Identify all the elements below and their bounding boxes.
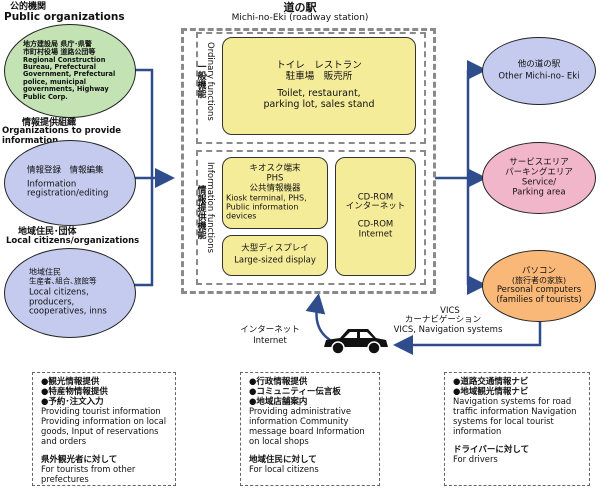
note-tourists-en: Providing tourist information Providing …	[41, 406, 167, 446]
ordinary-en-line2: parking lot, sales stand	[263, 98, 375, 110]
note-drivers-jp1: ●道路交通情報ナビ	[453, 377, 529, 387]
cdrom-en1: CD-ROM	[357, 219, 394, 230]
local-title-jp: 地域住民･団体	[18, 227, 77, 237]
other-en: Other Michi-no- Eki	[498, 71, 580, 81]
kiosk-jp2: PHS	[266, 173, 284, 184]
note-citizens-en: Providing administrative information Com…	[249, 406, 365, 446]
cdrom-jp1: CD-ROM	[357, 191, 394, 202]
station-box	[181, 28, 436, 294]
note-tourists-jp3: ●予約･注文入力	[41, 397, 104, 408]
ordinary-functions-panel: トイレ レストラン 駐車場 販売所 Toilet, restaurant, pa…	[222, 37, 416, 135]
ordinary-label-jp: 一般機能	[195, 62, 206, 98]
service-en1: Service/	[521, 177, 557, 188]
pc-en: Personal computers (families of tourists…	[496, 285, 582, 305]
local-en: Local citizens, producers, cooperatives,…	[29, 287, 107, 317]
note-tourists: ●観光情報提供 ●特産物情報提供 ●予約･注文入力 Providing tour…	[32, 372, 176, 486]
info-org-title-jp: 情報提供組織	[22, 118, 77, 128]
large-display-panel: 大型ディスプレイ Large-sized display	[222, 235, 328, 276]
info-en: Information registration/editing	[27, 179, 109, 199]
ordinary-jp-line2: 駐車場 販売所	[285, 71, 353, 83]
public-organizations-ellipse: 地方建設局 県庁･県警 市町村役場 道路公団等 Regional Constru…	[4, 24, 136, 118]
service-jp1: サービスエリア	[509, 157, 569, 168]
public-en: Regional Construction Bureau, Prefectura…	[23, 55, 116, 101]
display-en: Large-sized display	[234, 256, 316, 266]
information-label-en: Information functions	[204, 162, 215, 254]
note-tourists-foot-jp: 県外観光者に対して	[41, 454, 118, 465]
service-area-ellipse: サービスエリア パーキングエリア Service/ Parking area	[482, 142, 596, 214]
service-en2: Parking area	[512, 187, 566, 198]
local-citizens-ellipse: 地域住民 生産者､組合､旅館等 Local citizens, producer…	[4, 248, 136, 338]
public-jp1: 地方建設局 県庁･県警	[23, 40, 92, 49]
note-tourists-foot-en: For tourists from other prefectures	[41, 463, 136, 484]
vics-1: VICS	[440, 306, 460, 316]
internet-jp: インターネット	[240, 325, 300, 335]
note-citizens-jp2: ●コミュニティー伝言板	[249, 387, 341, 398]
vics-2: カーナビゲーション	[404, 315, 482, 325]
info-org-title-en: Organizations to provide information	[2, 126, 122, 146]
note-citizens-jp1: ●行政情報提供	[249, 377, 308, 387]
kiosk-jp1: キオスク端末	[249, 163, 301, 174]
note-drivers: ●道路交通情報ナビ ●地域観光情報ナビ Navigation systems f…	[444, 372, 590, 486]
car-icon	[324, 329, 388, 355]
local-jp2: 生産者､組合､旅館等	[29, 276, 97, 286]
note-drivers-foot-jp: ドライバーに対して	[453, 444, 530, 455]
public-jp2: 市町村役場 道路公団等	[23, 47, 96, 56]
station-title-en: Michi-no-Eki (roadway station)	[231, 13, 369, 23]
ordinary-jp-line1: トイレ レストラン	[276, 60, 362, 72]
note-tourists-jp1: ●観光情報提供	[41, 377, 100, 387]
public-title-en: Public organizations	[4, 11, 125, 23]
other-stations-ellipse: 他の道の駅 Other Michi-no- Eki	[482, 37, 596, 105]
service-jp2: パーキングエリア	[505, 166, 573, 177]
station-title-jp: 道の駅	[283, 1, 317, 14]
cdrom-en2: Internet	[358, 229, 393, 240]
display-jp: 大型ディスプレイ	[241, 243, 309, 254]
kiosk-en: Kiosk terminal, PHS, Public information …	[226, 193, 307, 221]
cdrom-jp2: インターネット	[345, 201, 406, 212]
note-citizens-foot-en: For local citizens	[249, 463, 319, 474]
ordinary-en-line1: Toilet, restaurant,	[277, 88, 361, 99]
ordinary-label-en: Ordinary functions	[204, 42, 215, 121]
local-title-en: Local citizens/organizations	[6, 236, 140, 246]
info-jp: 情報登録 情報編集	[27, 165, 104, 176]
pc-jp1: パソコン	[521, 265, 556, 276]
note-citizens: ●行政情報提供 ●コミュニティー伝言板 ●地域店舗案内 Providing ad…	[240, 372, 380, 486]
note-drivers-jp2: ●地域観光情報ナビ	[453, 387, 529, 398]
information-functions-box	[196, 150, 426, 285]
information-label-jp: 情報提供機能	[195, 185, 206, 239]
note-drivers-en: Navigation systems for road traffic info…	[453, 396, 577, 436]
internet-en: Internet	[253, 336, 287, 346]
local-jp1: 地域住民	[29, 267, 61, 277]
note-citizens-jp3: ●地域店舗案内	[249, 397, 308, 408]
kiosk-panel: キオスク端末 PHS 公共情報機器 Kiosk terminal, PHS, P…	[222, 157, 328, 229]
public-title-jp: 公的機関	[10, 2, 47, 12]
ordinary-functions-box	[196, 32, 426, 144]
other-jp: 他の道の駅	[517, 59, 561, 70]
kiosk-jp3: 公共情報機器	[249, 183, 301, 194]
note-citizens-foot-jp: 地域住民に対して	[249, 454, 317, 465]
note-drivers-foot-en: For drivers	[453, 453, 498, 464]
pc-jp2: (旅行者の家族)	[511, 275, 567, 285]
personal-computers-ellipse: パソコン (旅行者の家族) Personal computers (famili…	[482, 250, 596, 322]
info-org-ellipse: 情報登録 情報編集 Information registration/editi…	[4, 140, 136, 226]
note-tourists-jp2: ●特産物情報提供	[41, 387, 108, 398]
cdrom-internet-panel: CD-ROM インターネット CD-ROM Internet	[335, 157, 416, 276]
vics-3: VICS, Navigation systems	[393, 325, 503, 335]
